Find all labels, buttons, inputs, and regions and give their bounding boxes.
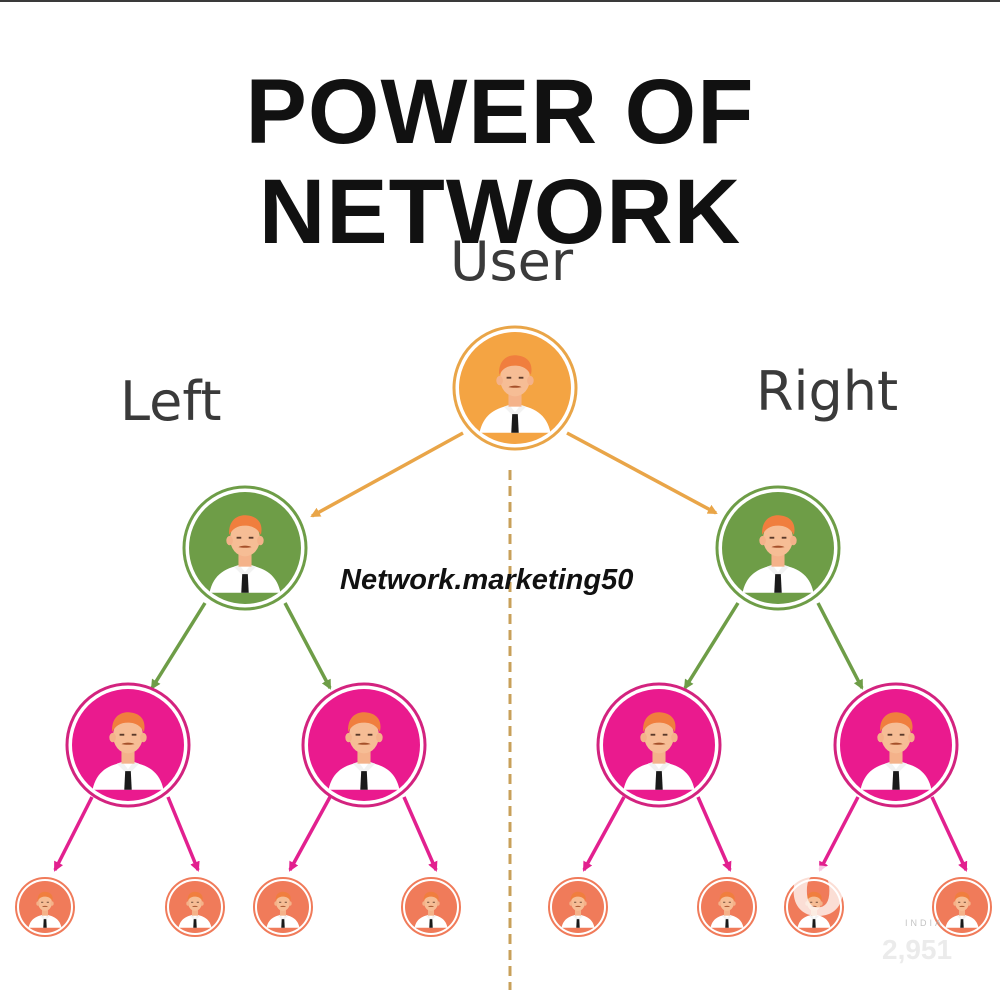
level2-node-4 [833, 682, 959, 808]
level1-node-left [182, 485, 308, 611]
level3-node [697, 877, 757, 937]
level3-node [15, 877, 75, 937]
level1-node-right [715, 485, 841, 611]
level3-node [401, 877, 461, 937]
watermark-handle: Network.marketing50 [340, 564, 634, 596]
level2-node-2 [301, 682, 427, 808]
level3-node [932, 877, 992, 937]
user-node [452, 325, 578, 451]
olx-logo-number: 2,951 [882, 934, 953, 965]
left-label: Left [120, 370, 222, 433]
top-border [0, 0, 1000, 2]
page-title: POWER OF NETWORK [245, 61, 755, 263]
level3-node [253, 877, 313, 937]
level2-node-3 [596, 682, 722, 808]
level2-arrows [53, 796, 968, 872]
level3-node [548, 877, 608, 937]
level3-nodes [15, 877, 992, 937]
level3-node [165, 877, 225, 937]
user-arrows [310, 431, 718, 518]
right-label: Right [756, 360, 899, 423]
olx-logo-sub: INDIA [905, 918, 945, 928]
user-label: User [450, 230, 574, 293]
level2-node-1 [65, 682, 191, 808]
level3-node [784, 877, 844, 937]
level1-arrows [150, 602, 864, 690]
olx-logo-watermark: olx [790, 833, 935, 935]
